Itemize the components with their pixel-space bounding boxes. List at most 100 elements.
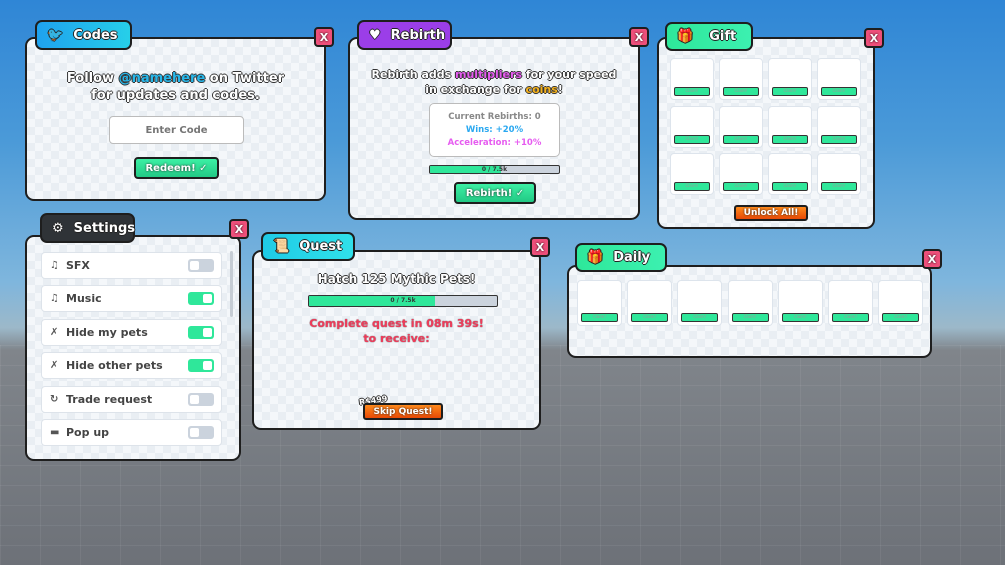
hidden-pets-icon: ✗ (50, 326, 59, 338)
daily-cell: Claim! (777, 280, 823, 326)
daily-claim-button[interactable]: Claim! (631, 313, 669, 322)
multipliers-word: multipliers (455, 68, 522, 81)
gift-claim-button[interactable]: Claim! (772, 87, 808, 96)
daily-cell: Claim! (828, 280, 873, 326)
redeem-button[interactable]: Redeem! ✓ (134, 157, 219, 179)
codes-close-button[interactable]: X (314, 27, 334, 47)
gift-cell: Claim! (817, 58, 861, 100)
quest-tab: 📜 Quest (261, 232, 355, 261)
gift-claim-button[interactable]: Claim! (723, 135, 759, 144)
daily-cell: Claim! (727, 280, 773, 326)
toggle-knob (190, 394, 199, 404)
gear-icon: ⚙ (52, 220, 64, 236)
setting-toggle[interactable] (188, 325, 214, 339)
twitter-bird-icon: 🐦 (47, 27, 64, 43)
daily-claim-button[interactable]: Claim! (882, 313, 920, 322)
setting-toggle[interactable] (188, 392, 214, 406)
gift-close-button[interactable]: X (864, 28, 884, 48)
setting-row: ✗Hide other pets (41, 352, 222, 380)
gift-claim-button[interactable]: Claim! (723, 87, 759, 96)
setting-row: ♫SFX (41, 252, 222, 279)
codes-tab: 🐦 Codes (35, 20, 132, 50)
skip-quest-button[interactable]: Skip Quest! (363, 403, 443, 420)
quest-task: Hatch 125 Mythic Pets! (317, 272, 476, 286)
setting-toggle[interactable] (188, 259, 214, 272)
refresh-icon: ↻ (50, 393, 59, 405)
codes-panel: Follow @namehere on Twitter for updates … (25, 37, 326, 201)
gift-claim-button[interactable]: Claim! (772, 182, 808, 191)
quest-title: Quest (299, 239, 343, 254)
gift-cell: Claim! (670, 58, 714, 100)
toggle-knob (203, 361, 212, 371)
setting-row: ↻Trade request (41, 385, 222, 413)
wins-bonus: Wins: +20% (465, 125, 524, 135)
codes-title: Codes (73, 27, 118, 43)
gift-cell: Claim! (768, 153, 812, 195)
desc-text: Rebirth adds (371, 68, 456, 81)
daily-claim-button[interactable]: Claim! (781, 313, 819, 322)
setting-row: ▬ Pop up (41, 419, 222, 446)
gift-cell: Claim! (670, 106, 714, 148)
codes-follow-text: Follow @namehere on Twitter for updates … (27, 70, 324, 104)
gift-claim-button[interactable]: Claim! (821, 182, 857, 191)
desc-text: in exchange for (425, 83, 526, 96)
on-twitter-label: on Twitter (205, 71, 285, 86)
daily-claim-button[interactable]: Claim! (832, 313, 869, 322)
scroll-icon: 📜 (273, 239, 290, 254)
quest-panel: Hatch 125 Mythic Pets! 0 / 7.5k Complete… (252, 250, 541, 430)
toggle-knob (190, 261, 199, 270)
rebirth-close-button[interactable]: X (629, 27, 649, 47)
daily-tab: 🎁Daily (575, 243, 667, 272)
gift-cell: Claim! (719, 106, 763, 148)
gift-claim-button[interactable]: Claim! (674, 87, 710, 96)
gift-claim-button[interactable]: Claim! (674, 182, 710, 191)
daily-panel: Claim! Claim! Claim! Claim! Claim! Claim! Clai… (567, 265, 932, 358)
setting-toggle[interactable] (188, 359, 214, 373)
setting-label: Hide other pets (66, 359, 163, 373)
gift-claim-button[interactable]: Claim! (674, 135, 710, 144)
setting-row: ✗ Hide my pets (41, 318, 222, 346)
quest-receive-text: to receive: (363, 332, 430, 345)
music-note-icon: ♫ (50, 293, 59, 305)
daily-cell: Claim! (878, 280, 924, 326)
settings-close-button[interactable]: X (229, 219, 249, 239)
gift-cell: Claim! (719, 153, 763, 195)
settings-scrollbar[interactable] (230, 251, 233, 317)
settings-panel: ♫SFX ♫ Music ✗ Hide my pets ✗Hide other pets ↻… (25, 235, 241, 461)
daily-close-button[interactable]: X (922, 249, 942, 269)
gift-cell: Claim! (670, 153, 714, 195)
toggle-knob (203, 294, 212, 304)
setting-label: Music (66, 292, 102, 306)
daily-claim-button[interactable]: Claim! (681, 313, 719, 322)
code-input[interactable] (109, 116, 244, 144)
setting-label: Pop up (66, 426, 110, 439)
acceleration-bonus: Acceleration: +10% (447, 138, 542, 148)
rebirth-title: Rebirth (390, 27, 446, 43)
daily-claim-button[interactable]: Claim! (581, 313, 618, 322)
chat-bubble-icon: ▬ (50, 427, 60, 438)
rebirth-progress-text: 0 / 7.5k (481, 166, 508, 173)
rebirth-button[interactable]: Rebirth! ✓ (454, 182, 536, 204)
gift-icon: 🎁 (677, 29, 694, 44)
setting-toggle[interactable] (188, 292, 214, 306)
gift-claim-button[interactable]: Claim! (723, 182, 759, 191)
quest-close-button[interactable]: X (530, 237, 550, 257)
rebirth-panel: Rebirth adds multipliers for your speed … (348, 37, 640, 220)
gift-cell: Claim! (768, 58, 812, 100)
daily-claim-button[interactable]: Claim! (731, 313, 769, 322)
rebirth-tab: ♥Rebirth (357, 20, 452, 50)
setting-label: SFX (66, 259, 90, 272)
gift-cell: Claim! (817, 153, 861, 195)
gift-claim-button[interactable]: Claim! (821, 135, 857, 144)
gift-cell: Claim! (817, 106, 861, 148)
setting-toggle[interactable] (188, 426, 214, 439)
rebirth-progress-bar: 0 / 7.5k (429, 165, 560, 174)
gift-title: Gift (709, 29, 737, 44)
gift-claim-button[interactable]: Claim! (821, 87, 857, 96)
unlock-all-button[interactable]: Unlock All! (734, 205, 808, 221)
twitter-handle: @namehere (118, 71, 206, 86)
setting-label: Hide my pets (66, 325, 148, 339)
rebirth-progress-fill (430, 166, 501, 173)
gift-claim-button[interactable]: Claim! (772, 135, 808, 144)
daily-cell: Claim! (677, 280, 723, 326)
